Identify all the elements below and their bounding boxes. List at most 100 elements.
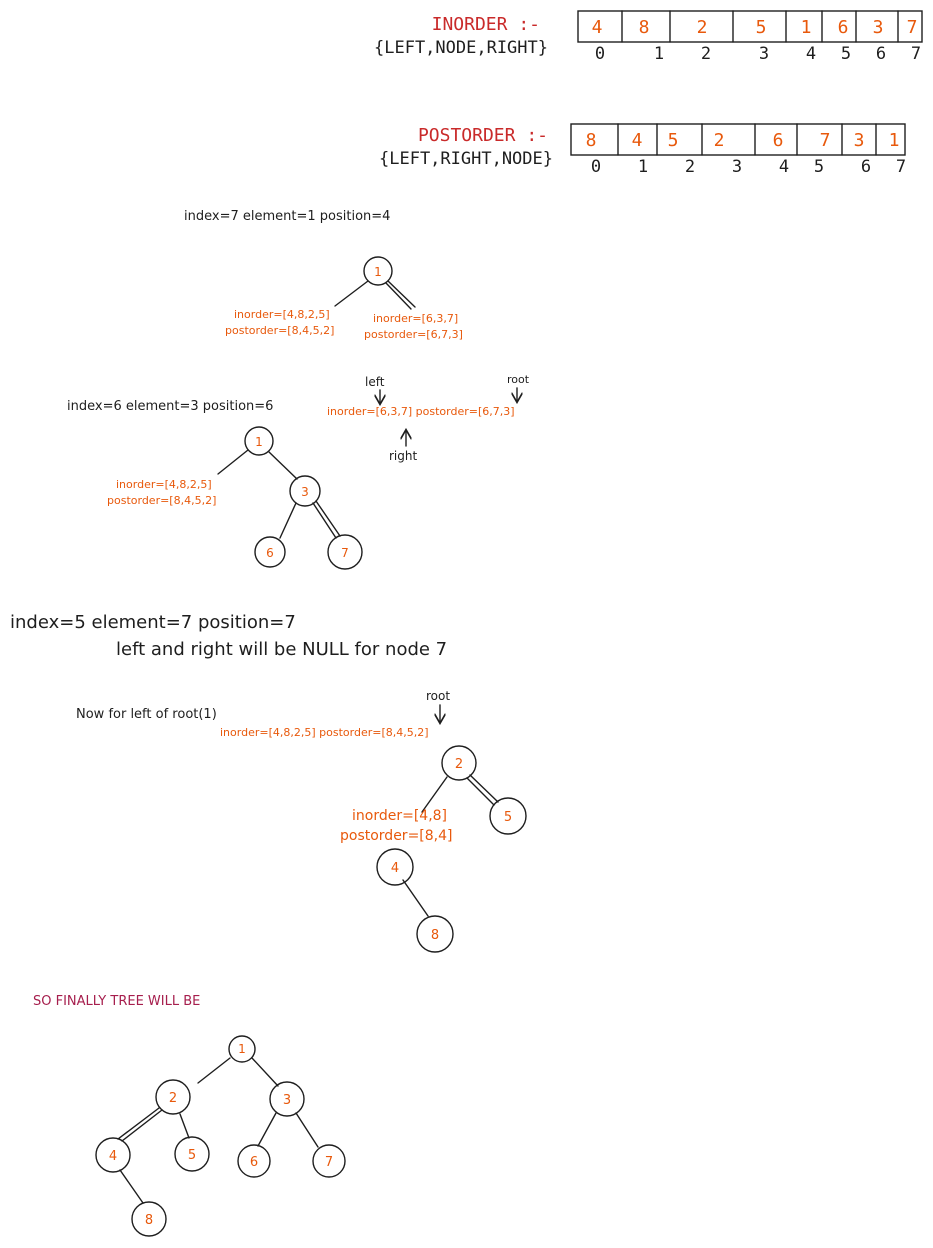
postorder-dividers [617, 123, 877, 156]
postorder-index: 7 [896, 157, 906, 177]
postorder-cell: 5 [668, 130, 679, 151]
postorder-index: 0 [591, 157, 601, 177]
tree-node [327, 534, 363, 570]
tree-node [155, 1079, 191, 1115]
tree-node-label: 7 [325, 1155, 333, 1170]
tree-node-label: 6 [266, 546, 274, 560]
tree-node-label: 5 [188, 1148, 196, 1163]
tree-node [363, 256, 393, 286]
edge-line [268, 451, 298, 480]
postorder-cell: 6 [773, 130, 784, 151]
tree-node-label: 6 [250, 1155, 258, 1170]
edge-line [295, 1112, 319, 1148]
left-postorder-label: postorder=[8,4,5,2] [225, 324, 334, 337]
tree-node-label: 7 [341, 546, 349, 560]
edge-line [469, 774, 499, 803]
tree-node-label: 5 [504, 810, 512, 825]
pointer-root-label: root [426, 689, 450, 703]
inorder-index: 2 [701, 44, 711, 64]
edge-line [385, 282, 412, 310]
step4-arrays-line: inorder=[4,8,2,5] postorder=[8,4,5,2] [220, 726, 429, 739]
inorder-index: 0 [595, 44, 605, 64]
edge-line [197, 1057, 231, 1084]
postorder-subtitle: {LEFT,RIGHT,NODE} [379, 149, 553, 169]
inorder-section: INORDER :- {LEFT,NODE,RIGHT} 4 8 2 5 1 6… [374, 10, 923, 64]
right-postorder-label: postorder=[6,7,3] [364, 328, 463, 341]
pointer-left-label: left [365, 375, 385, 389]
inorder-index: 7 [911, 44, 921, 64]
inorder-cell: 2 [697, 17, 708, 38]
tree-node [312, 1144, 346, 1178]
inorder-cell: 4 [592, 17, 603, 38]
pointer-right-label: right [389, 449, 417, 463]
postorder-index: 3 [732, 157, 742, 177]
postorder-index: 4 [779, 157, 789, 177]
left-inorder-label: inorder=[4,8,2,5] [116, 478, 212, 491]
tree-node [376, 848, 414, 886]
tree-node-label: 8 [431, 928, 439, 943]
postorder-cell: 4 [632, 130, 643, 151]
edge-line [334, 280, 369, 307]
edge-line [251, 1057, 279, 1087]
tree-node-label: 2 [169, 1091, 177, 1106]
tree-node-label: 8 [145, 1213, 153, 1228]
inorder-array-box [577, 10, 923, 43]
edge-line [421, 776, 448, 813]
left-postorder-label: postorder=[8,4] [340, 828, 453, 844]
final-section: SO FINALLY TREE WILL BE 1 2 3 4 5 6 7 8 [33, 994, 346, 1237]
postorder-cell: 1 [889, 130, 900, 151]
edge-line [257, 1112, 277, 1147]
postorder-array-box [570, 123, 906, 156]
tree-node [237, 1144, 271, 1178]
tree-node [289, 475, 321, 507]
inorder-index: 1 [654, 44, 664, 64]
step2-section: index=6 element=3 position=6 left root i… [67, 373, 530, 570]
inorder-index: 3 [759, 44, 769, 64]
right-inorder-label: inorder=[6,3,7] [373, 312, 458, 325]
step4-caption: Now for left of root(1) [76, 707, 217, 722]
edge-line [119, 1169, 144, 1204]
step3-caption: index=5 element=7 position=7 [10, 612, 296, 633]
inorder-index: 6 [876, 44, 886, 64]
tree-node-label: 4 [109, 1149, 117, 1164]
inorder-cell: 1 [801, 17, 812, 38]
postorder-cell: 8 [586, 130, 597, 151]
edge-line [466, 777, 495, 806]
step1-section: index=7 element=1 position=4 1 inorder=[… [184, 209, 463, 341]
tree-node [228, 1035, 256, 1063]
step3-section: index=5 element=7 position=7 left and ri… [10, 612, 447, 660]
postorder-index: 6 [861, 157, 871, 177]
postorder-index: 1 [638, 157, 648, 177]
edge-line [121, 1109, 163, 1142]
edge-line [117, 1107, 160, 1140]
pointer-root-label: root [507, 373, 530, 386]
inorder-cell: 6 [838, 17, 849, 38]
step1-caption: index=7 element=1 position=4 [184, 209, 390, 224]
edge-line [279, 502, 297, 539]
postorder-index: 5 [814, 157, 824, 177]
inorder-cell: 3 [873, 17, 884, 38]
inorder-cell: 7 [907, 17, 918, 38]
inorder-cell: 8 [639, 17, 650, 38]
edge-line [402, 879, 429, 917]
tree-node [441, 745, 477, 781]
step3-note: left and right will be NULL for node 7 [116, 639, 447, 660]
tree-node-label: 2 [455, 757, 463, 772]
edge-line [217, 449, 249, 475]
tree-node-label: 3 [301, 485, 309, 499]
tree-node [254, 536, 286, 568]
tree-node [489, 797, 527, 835]
inorder-cell: 5 [756, 17, 767, 38]
tree-node-label: 3 [283, 1093, 291, 1108]
tree-node [416, 915, 454, 953]
inorder-dividers [621, 10, 899, 43]
postorder-title: POSTORDER :- [418, 125, 548, 146]
tree-node-label: 4 [391, 861, 399, 876]
edge-line [387, 280, 416, 308]
tree-node [244, 426, 274, 456]
inorder-index: 5 [841, 44, 851, 64]
edge-line [312, 502, 337, 539]
tree-node-label: 1 [374, 265, 382, 279]
edge-line [315, 500, 341, 537]
